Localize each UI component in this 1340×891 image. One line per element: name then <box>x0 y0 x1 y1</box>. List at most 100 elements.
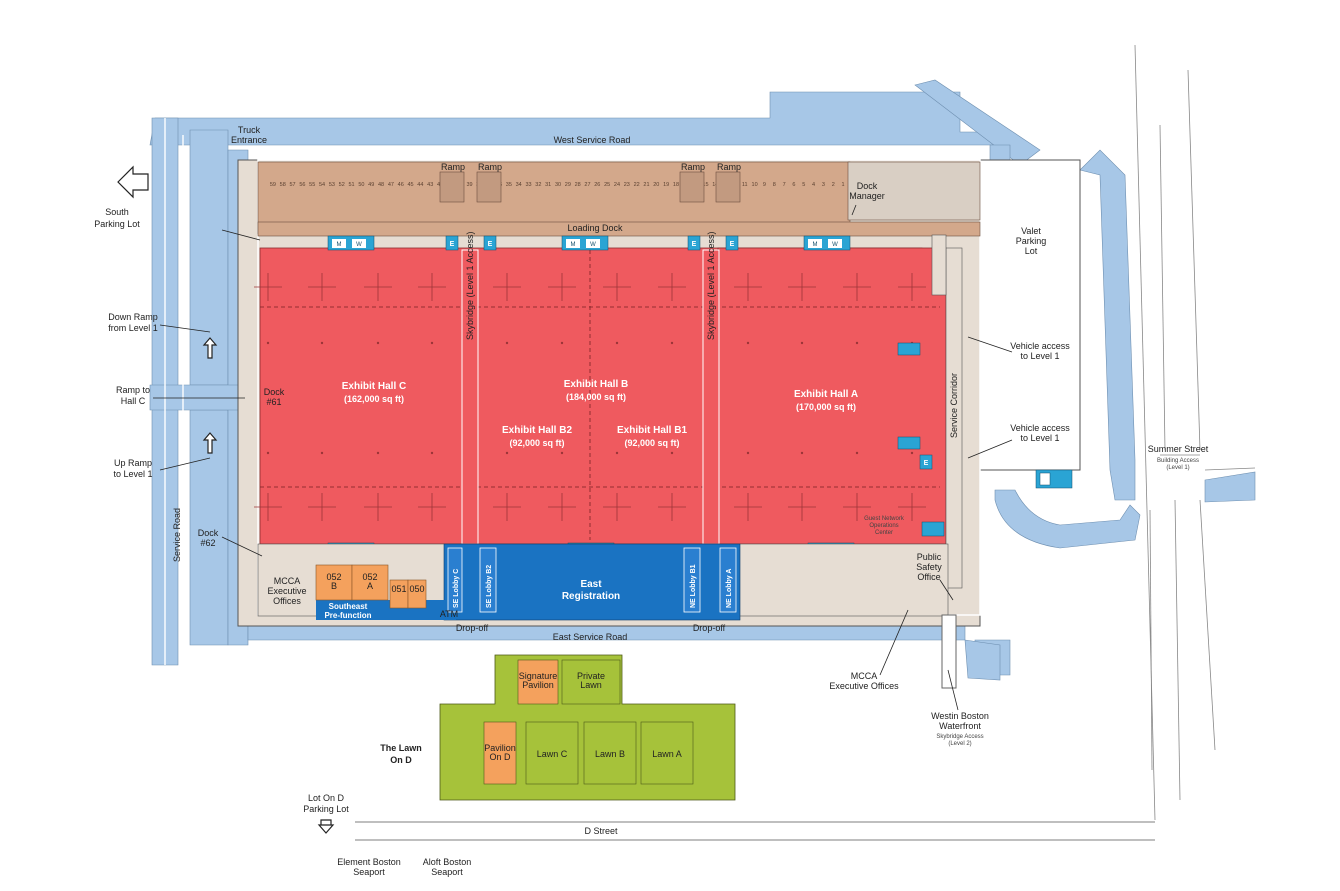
column-marker <box>418 493 446 521</box>
dock-number: 31 <box>545 182 551 188</box>
service-corridor <box>945 247 963 589</box>
column-marker <box>734 493 762 521</box>
elevator-icon: E <box>488 241 493 248</box>
column-marker <box>603 273 631 301</box>
dock-number: 30 <box>555 182 561 188</box>
element-line1: Element Boston <box>337 857 401 867</box>
mcca-left-line1: MCCA <box>274 576 301 586</box>
down-arrow-icon <box>317 819 335 834</box>
dock-number: 45 <box>407 182 413 188</box>
ramp-hall-c-line1: Ramp to <box>116 385 150 395</box>
lawn-b-area <box>583 721 637 785</box>
aloft-line2: Seaport <box>431 867 463 877</box>
ramp-blocks <box>439 171 741 203</box>
column-marker <box>308 273 336 301</box>
westin-skybridge <box>941 614 957 689</box>
column-marker <box>898 493 926 521</box>
column-dot <box>855 341 859 345</box>
summer-sub-line2: (Level 1) <box>1166 465 1189 471</box>
lawn-a-area <box>640 721 694 785</box>
southeast-line2: Pre-function <box>324 611 371 620</box>
dock-number: 52 <box>339 182 345 188</box>
dock-number: 9 <box>763 182 766 188</box>
hall-b2-size: (92,000 sq ft) <box>509 438 564 448</box>
column-dot <box>670 341 674 345</box>
column-marker <box>843 273 871 301</box>
dock-number: 34 <box>516 182 522 188</box>
dock-number: 49 <box>368 182 374 188</box>
mcca-left-line3: Offices <box>273 596 301 606</box>
elevator-icon: E <box>730 241 735 248</box>
column-marker <box>254 273 282 301</box>
dock-number: 51 <box>348 182 354 188</box>
signature-pavilion <box>517 659 559 705</box>
vehicle2-line1: Vehicle access <box>1010 423 1070 433</box>
lot-on-d-line2: Parking Lot <box>303 804 349 814</box>
se-lobby-c: SE Lobby C <box>453 569 460 608</box>
hall-a-name: Exhibit Hall A <box>794 389 858 400</box>
lawn-title-line2: On D <box>390 755 412 765</box>
restroom-women-label: W <box>356 242 362 248</box>
restroom-women-icon <box>352 239 366 248</box>
valet-building <box>979 159 1081 471</box>
east-service-road-label: East Service Road <box>553 632 628 642</box>
column-marker <box>658 493 686 521</box>
east-registration-line1: East <box>580 579 602 590</box>
dock-number: 58 <box>280 182 286 188</box>
dock62-line2: #62 <box>200 538 215 548</box>
elevator-block <box>725 235 739 251</box>
dock-number: 32 <box>535 182 541 188</box>
column-marker <box>843 493 871 521</box>
column-dot <box>746 341 750 345</box>
column-marker <box>364 273 392 301</box>
private-lawn <box>561 659 621 705</box>
ramp-label-3: Ramp <box>681 162 705 172</box>
restroom-men-label: M <box>337 242 342 248</box>
ramp-hall-c-line2: Hall C <box>121 396 146 406</box>
pavilion-line2: On D <box>489 752 511 762</box>
dock-number: 8 <box>773 182 776 188</box>
column-marker <box>734 273 762 301</box>
aloft-line1: Aloft Boston <box>423 857 472 867</box>
column-dot <box>376 451 380 455</box>
summer-street-lines <box>1134 44 1256 821</box>
south-parking-line2: Parking Lot <box>94 219 140 229</box>
public-safety-line2: Safety <box>916 562 942 572</box>
east-registration-line2: Registration <box>562 591 620 602</box>
column-dot <box>560 451 564 455</box>
dock-number: 43 <box>427 182 433 188</box>
dock-manager-line1: Dock <box>857 181 878 191</box>
dock61-line1: Dock <box>264 387 285 397</box>
dock-number: 29 <box>565 182 571 188</box>
dock-number: 14 <box>712 182 718 188</box>
column-marker <box>788 273 816 301</box>
signature-line2: Pavilion <box>522 680 554 690</box>
guest-network-line3: Center <box>875 530 893 536</box>
room-050: 050 <box>409 584 424 594</box>
column-marker <box>493 493 521 521</box>
vehicle2-line2: to Level 1 <box>1020 433 1059 443</box>
west-service-road-label: West Service Road <box>554 135 631 145</box>
leader-lines <box>153 204 1013 711</box>
restroom-men-label: M <box>813 242 818 248</box>
ramp-label-1: Ramp <box>441 162 465 172</box>
dock-number: 22 <box>634 182 640 188</box>
truck-entrance-line1: Truck <box>238 125 261 135</box>
dock-number: 48 <box>378 182 384 188</box>
dock-number: 4 <box>812 182 815 188</box>
dock-number: 35 <box>506 182 512 188</box>
public-safety-line1: Public <box>917 552 942 562</box>
hall-dividers <box>260 250 940 540</box>
hall-b-name: Exhibit Hall B <box>564 379 628 390</box>
mcca-left-line2: Executive <box>267 586 306 596</box>
room-052a-num: 052 <box>362 572 377 582</box>
left-arrow-icon <box>117 165 149 199</box>
arrow-icons <box>117 165 335 834</box>
atm-label: ATM <box>440 609 458 619</box>
ramp-label-2: Ramp <box>478 162 502 172</box>
column-dot <box>746 451 750 455</box>
column-dot <box>615 451 619 455</box>
dock-number: 55 <box>309 182 315 188</box>
lobby-strips <box>447 547 737 613</box>
valet-line3: Lot <box>1025 246 1038 256</box>
